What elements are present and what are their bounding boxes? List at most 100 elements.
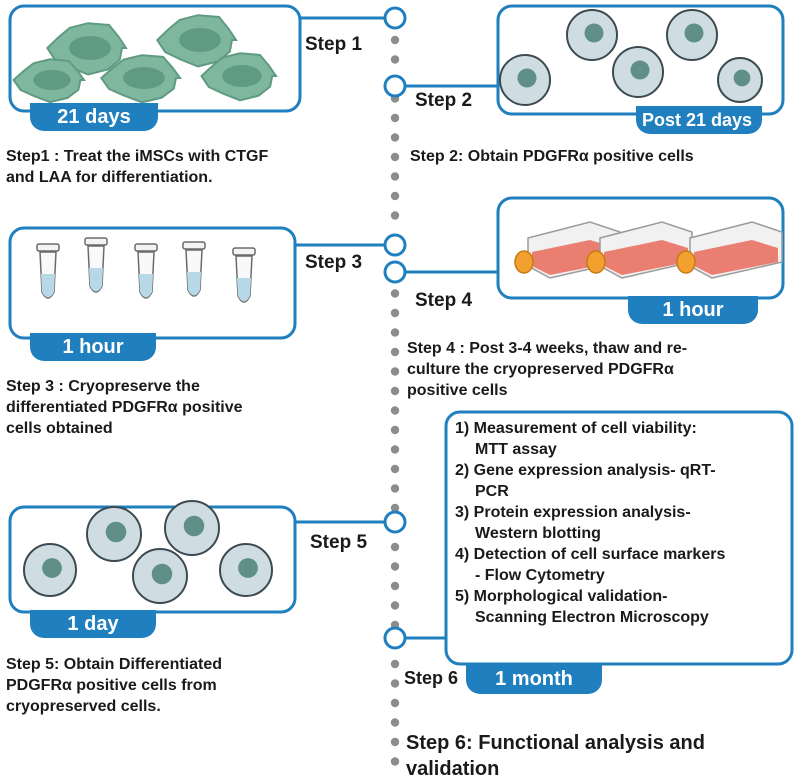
timeline-dot [390,191,400,201]
step6-title-line: validation [406,758,500,780]
flask-cap [676,250,696,274]
assay-item-line: PCR [475,483,509,500]
round-cell [666,9,718,61]
step4-label: Step 4 [415,290,473,311]
cell-nucleus [33,70,71,90]
timeline-dot [390,679,400,688]
timeline-dot [390,172,400,181]
step2-label: Step 2 [415,90,473,111]
flask-medium [694,240,778,275]
step1-duration-badge: 21 days [30,103,158,131]
cell-nucleus [584,23,604,43]
timeline-dot [390,737,400,747]
timeline-node-step1 [383,6,407,30]
assay-item-line: MTT assay [475,441,557,458]
timeline [390,35,400,766]
assay-list: 1) Measurement of cell viability: MTT as… [455,418,785,628]
timeline-dot [390,698,400,708]
vial-liquid [41,274,55,298]
step3-desc-line: differentiated PDGFRα positive [6,399,243,416]
assay-item-line: 1) Measurement of cell viability: [455,420,697,437]
assay-item-line: Scanning Electron Microscopy [475,609,709,626]
timeline-dot [390,133,400,142]
timeline-dot [390,152,400,162]
timeline-dot [390,328,400,337]
timeline-node-step3 [383,233,407,257]
vial-liquid [237,278,251,302]
step1-desc-line: and LAA for differentiation. [6,169,213,186]
cell-nucleus [179,28,221,52]
assay-item-line: 5) Morphological validation- [455,588,668,605]
vial-liquid [139,274,153,298]
assay-item-line: - Flow Cytometry [475,567,605,584]
timeline-dot [390,718,400,727]
timeline-dot [390,35,400,45]
step3-description: Step 3 : Cryopreserve the differentiated… [6,376,366,439]
timeline-dot [390,562,400,571]
cell-nucleus [222,65,262,87]
timeline-node-step4 [383,260,407,284]
vial-liquid [187,272,201,296]
culture-flask [676,221,783,279]
step3-label: Step 3 [305,252,363,273]
cryovials-illustration [36,237,256,303]
cryovial [84,237,108,293]
step5-duration-badge: 1 day [30,610,156,638]
round-cell [164,500,220,556]
cell-nucleus [105,521,127,543]
vial-cap [182,241,206,250]
flask-medium [604,240,688,275]
culture-flask [586,221,693,279]
timeline-dot [390,347,400,357]
cell-nucleus [42,558,62,578]
step3-desc-line: cells obtained [6,420,113,437]
timeline-dot [390,367,400,376]
green-cell [12,58,86,104]
culture-flasks-illustration [514,221,783,279]
timeline-dot [390,425,400,435]
step3-desc-line: Step 3 : Cryopreserve the [6,378,200,395]
step4-desc-line: culture the cryopreserved PDGFRα [407,361,674,378]
round-cell [86,506,142,562]
cryovial [134,243,158,299]
timeline-dot [390,406,400,415]
cryovial [232,247,256,303]
step6-assay-box [444,410,794,666]
cell-nucleus [123,67,165,89]
vial-cap [232,247,256,256]
differentiating-cells-illustration [12,14,278,104]
vial-cap [84,237,108,246]
timeline-dot [390,308,400,318]
step6-label: Step 6 [404,668,459,688]
flask-medium [532,240,616,275]
round-cell [612,46,664,98]
cell-nucleus [69,36,111,60]
cell-nucleus [238,558,258,578]
step1-desc-line: Step1 : Treat the iMSCs with CTGF [6,148,269,165]
step2-desc-line: Step 2: Obtain PDGFRα positive cells [410,148,694,165]
step6-duration-badge: 1 month [466,664,602,694]
green-cell [99,54,182,104]
step4-desc-line: Step 4 : Post 3-4 weeks, thaw and re- [407,340,688,357]
step4-duration-badge: 1 hour [628,296,758,324]
flask-cap [586,250,606,274]
assay-item-line: 2) Gene expression analysis- qRT- [455,462,716,479]
timeline-dot [390,211,400,220]
timeline-dot [390,445,400,454]
vial-cap [36,243,60,252]
step6-title-line: Step 6: Functional analysis and [406,732,705,754]
flask-cap [514,250,534,274]
round-cell [499,54,551,106]
cell-nucleus [151,563,173,585]
cryovial [36,243,60,299]
step2-description: Step 2: Obtain PDGFRα positive cells [410,146,795,167]
step5-desc-line: PDGFRα positive cells from [6,677,217,694]
cell-nucleus [517,68,537,88]
timeline-dot [390,386,400,396]
round-cell [219,543,273,597]
step4-desc-line: positive cells [407,382,508,399]
step1-label: Step 1 [305,34,363,55]
assay-item-line: 4) Detection of cell surface markers [455,546,726,563]
timeline-dot [390,542,400,552]
round-cell [132,548,188,604]
